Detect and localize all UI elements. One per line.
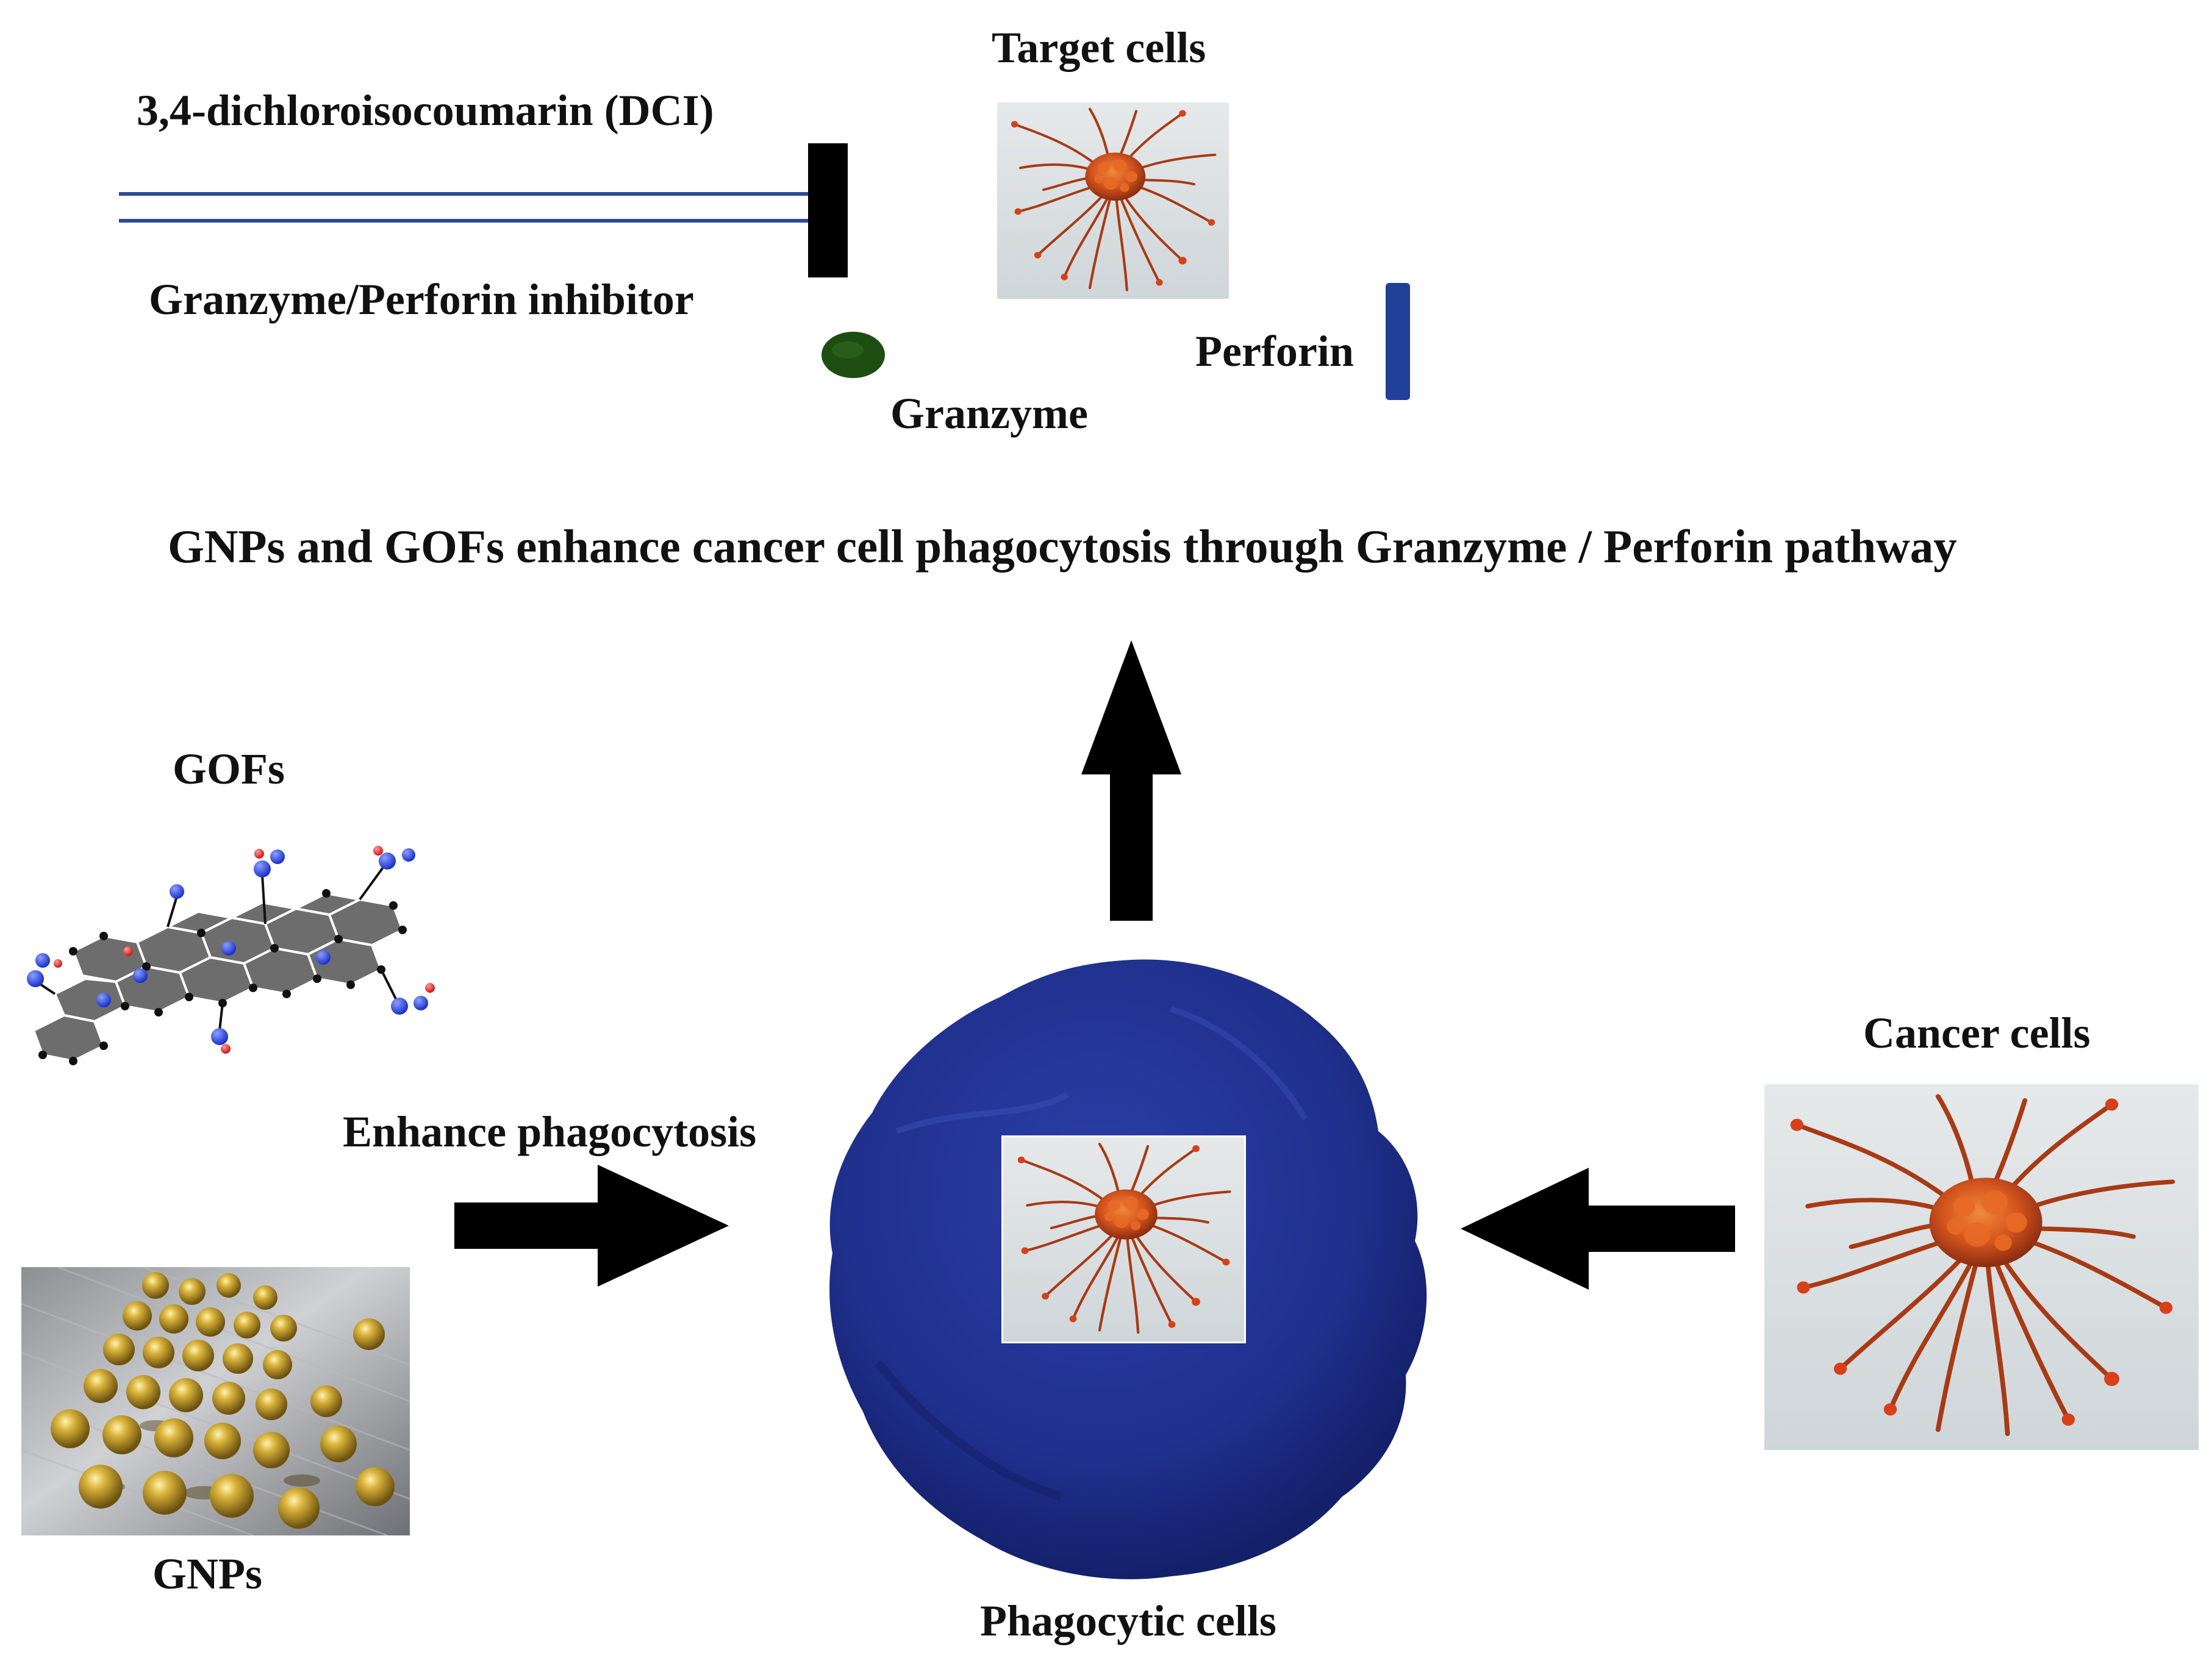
arrow-up-icon: [1081, 640, 1181, 921]
granzyme-icon: [821, 332, 885, 378]
graphene-oxide-sheet-icon: [27, 846, 435, 1065]
gnps-image: [21, 1267, 410, 1535]
cancer-cell-icon: [1003, 1137, 1244, 1342]
gnps-label: GNPs: [152, 1549, 262, 1598]
cancer-cells-label: Cancer cells: [1863, 1009, 2091, 1057]
inhibitor-line: [119, 143, 848, 277]
perforin-label: Perforin: [1195, 327, 1354, 376]
target-cell-image: [997, 102, 1229, 299]
inhibitor-label: Granzyme/Perforin inhibitor: [149, 275, 694, 324]
enhance-phagocytosis-label: Enhance phagocytosis: [343, 1107, 757, 1156]
gold-nanoparticles-icon: [21, 1267, 410, 1535]
dci-label: 3,4-dichloroisocoumarin (DCI): [137, 86, 714, 135]
arrow-right-icon: [454, 1165, 729, 1287]
cancer-cells-image: [1764, 1084, 2199, 1450]
arrow-left-icon: [1461, 1168, 1735, 1290]
phagocytic-cells-label: Phagocytic cells: [980, 1596, 1276, 1645]
engulfed-cell-image: [1003, 1137, 1244, 1342]
main-title: GNPs and GOFs enhance cancer cell phagoc…: [168, 520, 1957, 573]
gofs-label: GOFs: [173, 745, 285, 793]
inhibitor-bar: [808, 143, 848, 277]
perforin-icon: [1386, 283, 1410, 400]
cancer-cell-icon: [1764, 1084, 2199, 1450]
granzyme-label: Granzyme: [890, 389, 1088, 438]
target-cells-label: Target cells: [992, 23, 1206, 72]
cancer-cell-icon: [997, 102, 1229, 299]
